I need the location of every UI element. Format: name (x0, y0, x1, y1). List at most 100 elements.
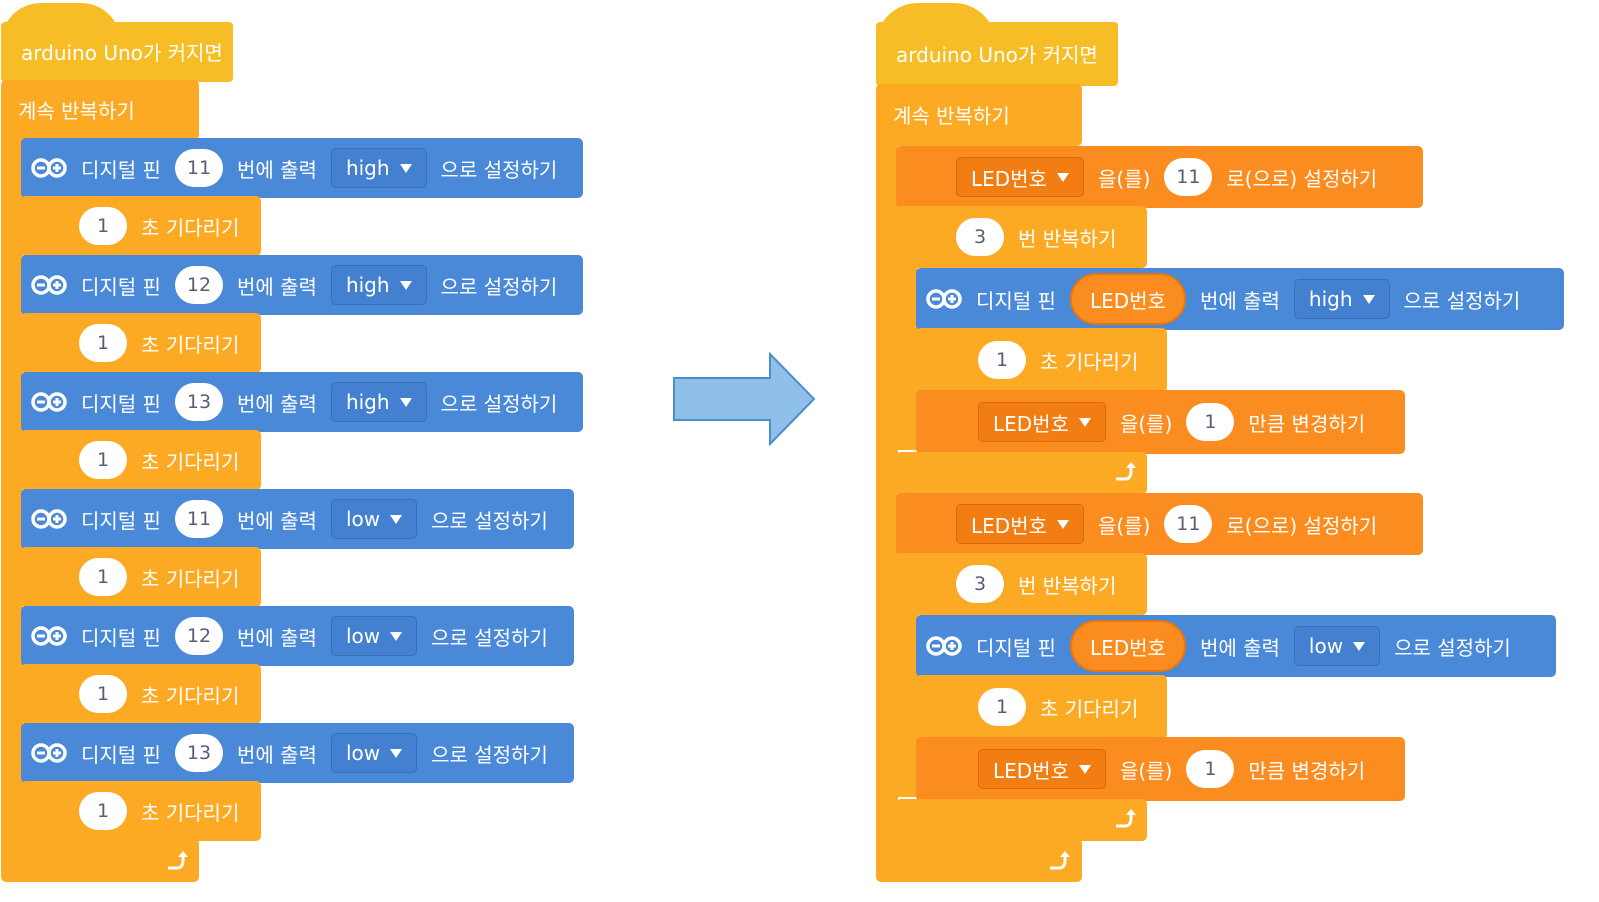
wait-seconds-input[interactable]: 1 (978, 341, 1026, 379)
led-number-reporter[interactable]: LED번호 (1069, 273, 1186, 325)
variable-dropdown[interactable]: LED번호 (956, 504, 1084, 544)
wait-seconds-label: 초 기다리기 (1040, 349, 1139, 374)
wait-seconds-input[interactable]: 1 (79, 792, 127, 830)
right-forever-arm (876, 130, 898, 860)
repeat-block[interactable]: 3 번 반복하기 (896, 553, 1147, 615)
digital-output-block[interactable]: 디지털 핀 LED번호 번에 출력 high 으로 설정하기 (916, 268, 1564, 330)
right-forever-head[interactable]: 계속 반복하기 (876, 84, 1082, 146)
left-forever-head[interactable]: 계속 반복하기 (1, 80, 199, 140)
triangle-down-icon (1362, 294, 1375, 304)
wait-block[interactable]: 1 초 기다리기 (916, 328, 1167, 392)
dropdown-value: high (1308, 287, 1353, 311)
change-value-input[interactable]: 1 (1186, 750, 1235, 788)
output-level-dropdown[interactable]: low (330, 733, 418, 773)
output-level-dropdown[interactable]: high (330, 265, 427, 305)
set-to-label: 으로 설정하기 (1403, 288, 1521, 313)
output-label: 번에 출력 (236, 157, 317, 182)
triangle-down-icon (1078, 417, 1091, 427)
triangle-down-icon (390, 748, 403, 758)
wait-seconds-input[interactable]: 1 (978, 688, 1026, 726)
loop-arrow-icon (168, 851, 188, 870)
left-hat-block[interactable]: arduino Uno가 커지면 (1, 22, 233, 82)
repeat-count-input[interactable]: 3 (956, 565, 1004, 603)
wait-seconds-input[interactable]: 1 (79, 207, 127, 245)
led-number-reporter[interactable]: LED번호 (1069, 620, 1186, 672)
triangle-down-icon (399, 397, 412, 407)
triangle-down-icon (1056, 519, 1069, 529)
triangle-down-icon (1353, 641, 1366, 651)
wait-seconds-input[interactable]: 1 (79, 558, 127, 596)
output-label: 번에 출력 (236, 274, 317, 299)
change-by-label: 만큼 변경하기 (1248, 411, 1366, 436)
arduino-infinity-icon (926, 628, 962, 664)
arduino-infinity-icon (31, 267, 67, 303)
arduino-infinity-icon (926, 281, 962, 317)
arduino-infinity-icon (31, 735, 67, 771)
set-value-input[interactable]: 11 (1164, 505, 1213, 543)
set-value-input[interactable]: 11 (1164, 158, 1213, 196)
loop-arrow-icon (1050, 851, 1070, 870)
wait-block[interactable]: 1 초 기다리기 (21, 430, 261, 490)
wait-seconds-label: 초 기다리기 (141, 332, 240, 357)
output-label: 번에 출력 (1199, 288, 1280, 313)
dropdown-value: LED번호 (993, 758, 1069, 783)
output-label: 번에 출력 (236, 508, 317, 533)
arduino-infinity-icon (31, 618, 67, 654)
set-variable-block[interactable]: LED번호 을(를) 11 로(으로) 설정하기 (896, 146, 1423, 208)
digital-pin-label: 디지털 핀 (976, 288, 1056, 313)
variable-dropdown[interactable]: LED번호 (978, 402, 1106, 442)
change-value-input[interactable]: 1 (1186, 403, 1235, 441)
pin-number-input[interactable]: 13 (174, 734, 223, 772)
output-level-dropdown[interactable]: low (330, 499, 418, 539)
repeat-count-input[interactable]: 3 (956, 218, 1004, 256)
ro-set-label: 로(으로) 설정하기 (1226, 166, 1378, 191)
dropdown-value: LED번호 (993, 411, 1069, 436)
output-level-dropdown[interactable]: high (330, 382, 427, 422)
pin-number-input[interactable]: 11 (174, 500, 223, 538)
output-level-dropdown[interactable]: low (1293, 626, 1381, 666)
output-level-dropdown[interactable]: high (330, 148, 427, 188)
repeat-label: 번 반복하기 (1018, 573, 1117, 598)
variable-dropdown[interactable]: LED번호 (956, 157, 1084, 197)
wait-seconds-input[interactable]: 1 (79, 324, 127, 362)
pin-number-input[interactable]: 13 (174, 383, 223, 421)
wait-seconds-label: 초 기다리기 (141, 449, 240, 474)
pin-number-input[interactable]: 12 (174, 266, 223, 304)
dropdown-value: high (345, 156, 390, 180)
output-level-dropdown[interactable]: high (1293, 279, 1390, 319)
triangle-down-icon (390, 631, 403, 641)
pin-number-input[interactable]: 12 (174, 617, 223, 655)
wait-block[interactable]: 1 초 기다리기 (21, 313, 261, 373)
wait-seconds-input[interactable]: 1 (79, 441, 127, 479)
set-to-label: 으로 설정하기 (431, 508, 548, 533)
right-hat-block[interactable]: arduino Uno가 커지면 (876, 22, 1118, 86)
output-level-dropdown[interactable]: low (330, 616, 418, 656)
eul-reul-label: 을(를) (1097, 166, 1151, 191)
set-to-label: 으로 설정하기 (440, 274, 558, 299)
variable-dropdown[interactable]: LED번호 (978, 749, 1106, 789)
pin-number-input[interactable]: 11 (174, 149, 223, 187)
wait-seconds-input[interactable]: 1 (79, 675, 127, 713)
